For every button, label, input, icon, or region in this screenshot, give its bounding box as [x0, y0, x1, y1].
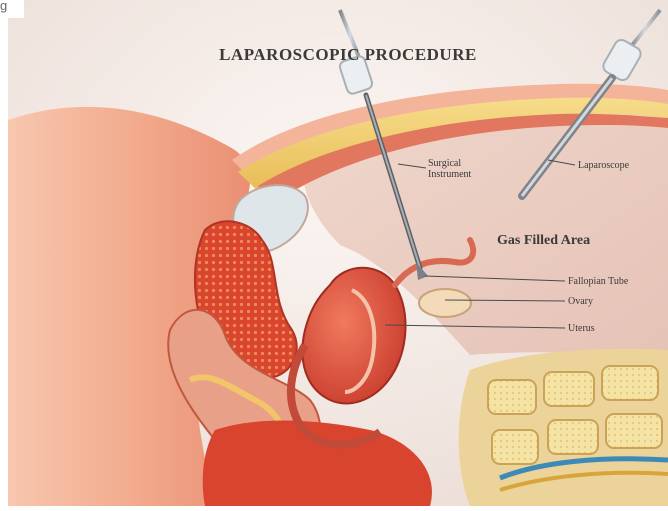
- ovary: [419, 289, 471, 317]
- label-ovary: Ovary: [568, 296, 593, 307]
- left-margin: [0, 18, 8, 506]
- vertebra-6: [606, 414, 662, 448]
- vertebra-4: [492, 430, 538, 464]
- label-gas-filled-area: Gas Filled Area: [497, 233, 590, 248]
- vertebra-5: [548, 420, 598, 454]
- label-laparoscope: Laparoscope: [578, 160, 630, 171]
- vertebra-3: [602, 366, 658, 400]
- label-surgical-line2: Instrument: [428, 169, 472, 180]
- vertebra-2: [544, 372, 594, 406]
- vertebra-1: [488, 380, 536, 414]
- label-fallopian-tube: Fallopian Tube: [568, 276, 629, 287]
- label-surgical-line1: Surgical: [428, 158, 461, 169]
- label-uterus: Uterus: [568, 323, 595, 334]
- corner-mark: g: [0, 0, 24, 18]
- diagram-title: LAPAROSCOPIC PROCEDURE: [219, 45, 477, 64]
